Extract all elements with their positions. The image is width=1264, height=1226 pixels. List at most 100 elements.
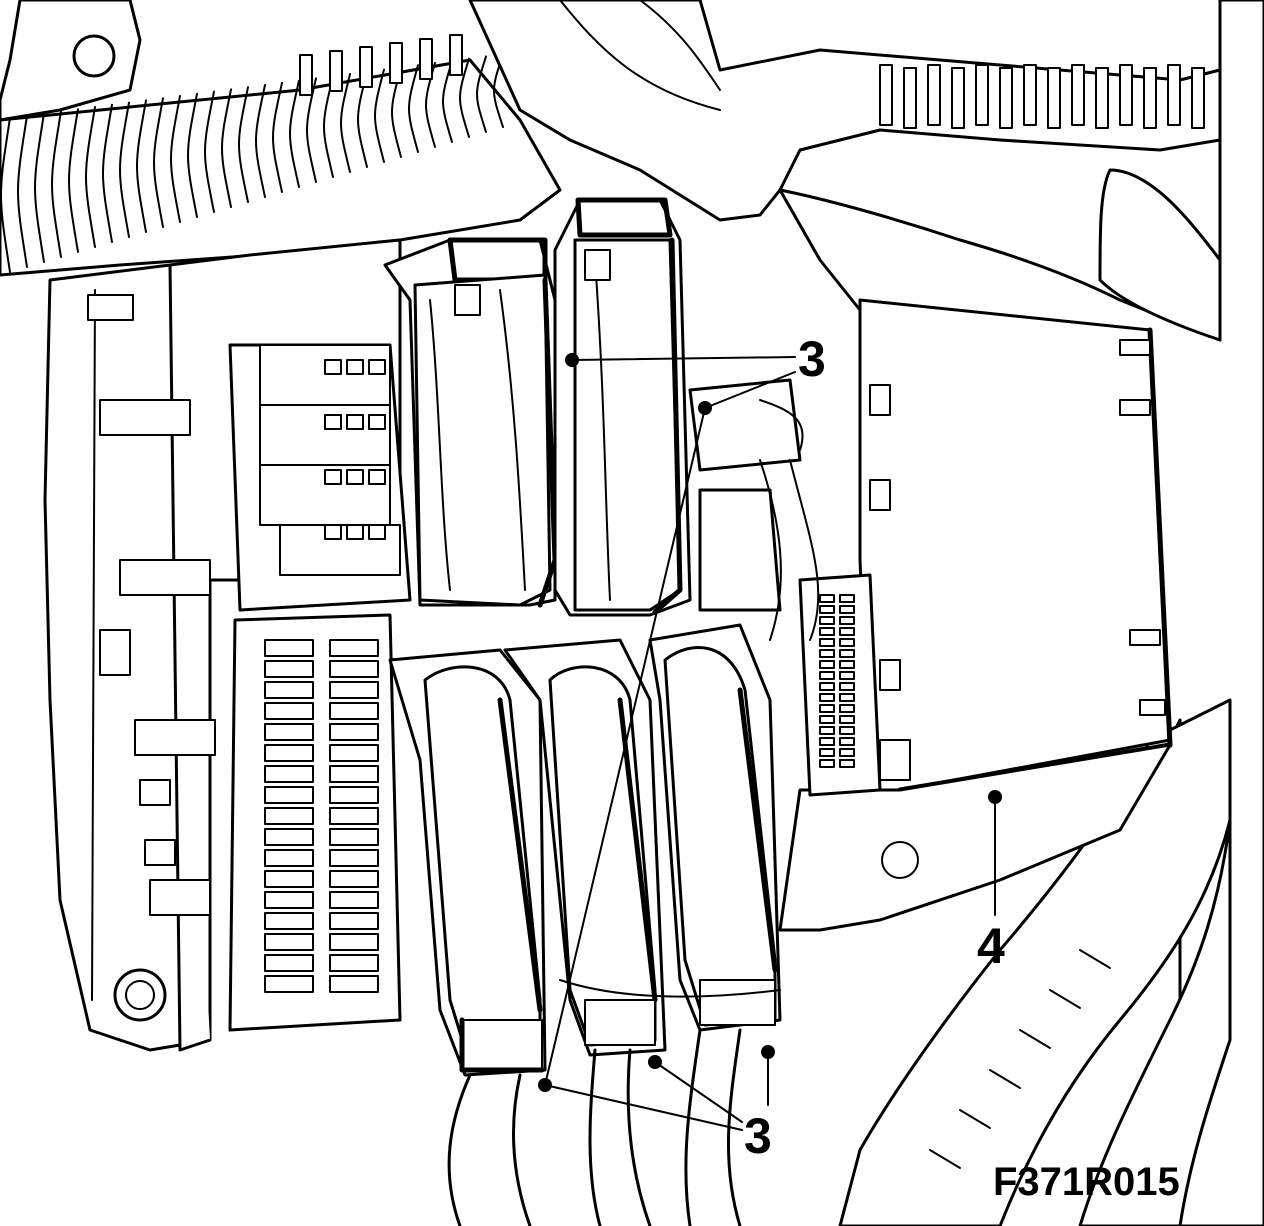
relay-tooth bbox=[324, 414, 342, 430]
harness-band bbox=[989, 1069, 1021, 1089]
connector-pin bbox=[819, 649, 835, 658]
fuse bbox=[264, 744, 314, 762]
harness-band bbox=[1071, 64, 1085, 126]
conduit-rib bbox=[0, 117, 11, 273]
connector-pin bbox=[819, 605, 835, 614]
connector-pin bbox=[819, 693, 835, 702]
conduit-rib bbox=[459, 57, 470, 138]
relay-tooth bbox=[324, 469, 342, 485]
fuse bbox=[329, 660, 379, 678]
conduit-rib bbox=[272, 81, 283, 193]
connector-pin bbox=[839, 715, 855, 724]
conduit-rib bbox=[340, 73, 351, 173]
control-module bbox=[688, 298, 1173, 932]
harness-band bbox=[951, 67, 965, 129]
conduit-rib bbox=[68, 108, 79, 253]
lower-connector-3 bbox=[648, 623, 782, 1032]
harness-band bbox=[879, 64, 893, 126]
fuse bbox=[264, 828, 314, 846]
connector-pin bbox=[839, 594, 855, 603]
connector-pin bbox=[819, 682, 835, 691]
harness-band bbox=[1079, 949, 1111, 969]
connector-pin bbox=[819, 638, 835, 647]
connector-pin bbox=[819, 594, 835, 603]
relay-tooth bbox=[324, 359, 342, 375]
connector-pin bbox=[819, 660, 835, 669]
conduit-rib bbox=[136, 99, 147, 233]
fuse bbox=[264, 702, 314, 720]
harness-band bbox=[1023, 64, 1037, 126]
conduit-rib bbox=[187, 92, 198, 218]
callout-leaders bbox=[538, 353, 1002, 1131]
fuse bbox=[329, 891, 379, 909]
harness-band bbox=[975, 64, 989, 126]
connector-pin bbox=[839, 638, 855, 647]
harness-band bbox=[1019, 1029, 1051, 1049]
harness-band bbox=[299, 54, 313, 96]
lower-right-harness bbox=[838, 698, 1232, 1226]
conduit-rib bbox=[17, 114, 28, 268]
fuse bbox=[329, 744, 379, 762]
fuse bbox=[264, 912, 314, 930]
relay-tooth bbox=[368, 469, 386, 485]
fuse bbox=[264, 681, 314, 699]
connector-pin bbox=[839, 748, 855, 757]
connector-pin bbox=[839, 693, 855, 702]
harness-band bbox=[419, 38, 433, 80]
fuse bbox=[329, 681, 379, 699]
connector-pin bbox=[839, 726, 855, 735]
harness-band bbox=[1191, 67, 1205, 129]
lower-connector-1 bbox=[388, 648, 547, 1077]
upper-wiring-harness bbox=[0, 0, 1222, 277]
harness-band bbox=[959, 1109, 991, 1129]
conduit-rib bbox=[170, 95, 181, 223]
fuse bbox=[329, 702, 379, 720]
conduit-rib bbox=[289, 79, 300, 188]
conduit-rib bbox=[204, 90, 215, 213]
fuse bbox=[264, 849, 314, 867]
connector-pin bbox=[839, 704, 855, 713]
fuse bbox=[329, 639, 379, 657]
fuse bbox=[264, 975, 314, 993]
fuse bbox=[264, 786, 314, 804]
relay-tooth bbox=[346, 524, 364, 540]
connector-pin bbox=[839, 605, 855, 614]
harness-band bbox=[359, 46, 373, 88]
conduit-rib bbox=[238, 86, 249, 203]
harness-band bbox=[1047, 67, 1061, 129]
fuse bbox=[329, 828, 379, 846]
callout-label-top: 3 bbox=[798, 331, 826, 387]
harness-band bbox=[927, 64, 941, 126]
harness-band bbox=[329, 50, 343, 92]
connector-pin bbox=[819, 704, 835, 713]
fuse bbox=[264, 891, 314, 909]
fuse bbox=[329, 786, 379, 804]
connector-pin bbox=[819, 715, 835, 724]
connector-pin bbox=[819, 616, 835, 625]
relay-tooth bbox=[368, 359, 386, 375]
connector-pin bbox=[839, 682, 855, 691]
connector-pin bbox=[819, 737, 835, 746]
conduit-rib bbox=[153, 97, 164, 228]
harness-band bbox=[1167, 64, 1181, 126]
upper-connector-left bbox=[383, 237, 558, 608]
fuse bbox=[329, 807, 379, 825]
conduit-rib bbox=[374, 68, 385, 163]
harness-band bbox=[389, 42, 403, 84]
connector-pin bbox=[839, 649, 855, 658]
fuse bbox=[329, 912, 379, 930]
harness-band bbox=[1119, 64, 1133, 126]
fuse bbox=[264, 723, 314, 741]
connector-pin bbox=[839, 737, 855, 746]
relay-block bbox=[228, 343, 412, 612]
fuse-panel bbox=[228, 613, 402, 1032]
fuse bbox=[329, 870, 379, 888]
connector-pin bbox=[819, 748, 835, 757]
harness-band bbox=[1095, 67, 1109, 129]
harness-band bbox=[929, 1149, 961, 1169]
conduit-rib bbox=[119, 101, 130, 238]
connector-pin bbox=[839, 660, 855, 669]
fuse bbox=[329, 933, 379, 951]
